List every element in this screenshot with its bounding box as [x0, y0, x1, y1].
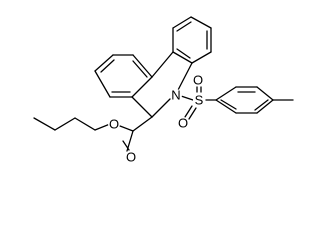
tosyl-group — [180, 86, 294, 120]
atom-sulfonyl-oxygen-lower: O — [177, 116, 189, 131]
nitrogen-label: N — [171, 88, 180, 103]
central-ring — [131, 51, 193, 118]
left-benzene-ring — [94, 54, 153, 98]
sulfonyl-oxygen-upper-label: O — [193, 73, 203, 88]
atom-sulfur: S — [193, 93, 205, 108]
carbonyl-oxygen-label: O — [126, 150, 136, 165]
atom-sulfonyl-oxygen-upper: O — [192, 73, 204, 88]
atom-nitrogen: N — [170, 88, 182, 103]
sulfonyl-oxygen-lower-label: O — [178, 116, 188, 131]
sulfur-label: S — [195, 93, 204, 108]
butyl-acetate-chain — [33, 116, 153, 152]
atom-carbonyl-oxygen: O — [125, 150, 137, 165]
atom-ester-oxygen: O — [108, 117, 120, 132]
structure-diagram: N S O O O O — [33, 16, 294, 165]
ester-oxygen-label: O — [109, 117, 119, 132]
upper-benzene-ring — [172, 16, 212, 64]
molecule-drawing: N S O O O O — [33, 16, 294, 165]
